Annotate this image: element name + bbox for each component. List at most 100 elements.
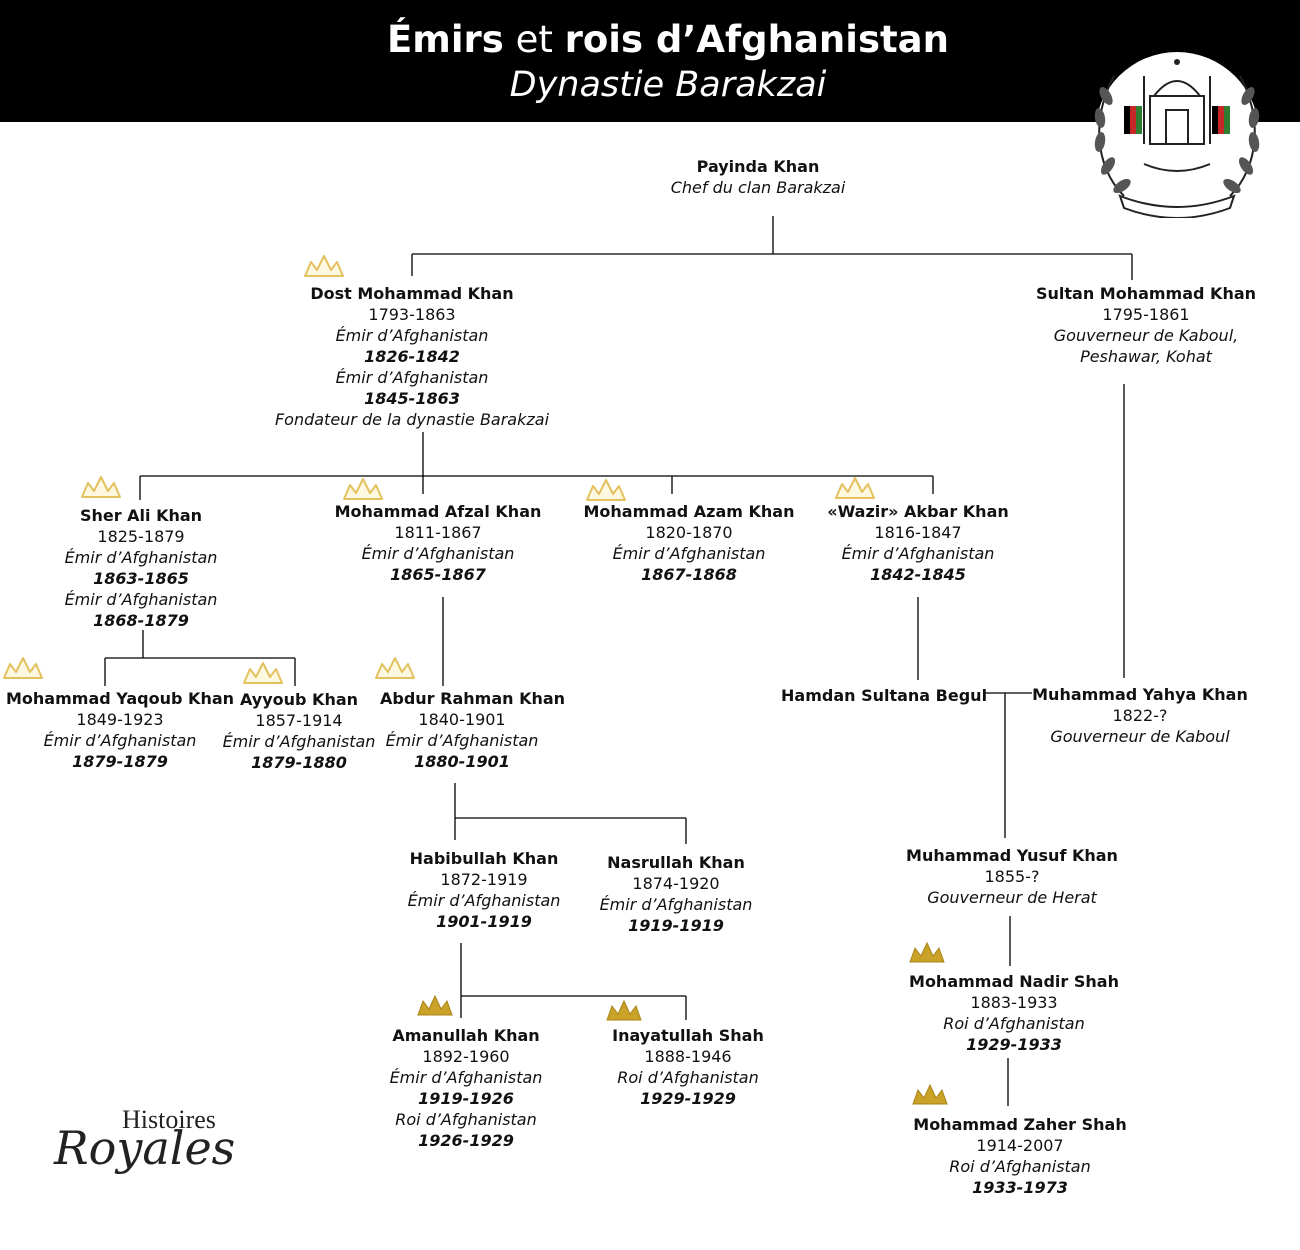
crown-icon [304,255,344,277]
person-title: Roi d’Afghanistan [617,1068,759,1087]
crown-icon [81,476,121,498]
person-dates: 1840-1901 [418,710,506,729]
person-wazir-akbar-khan: «Wazir» Akbar Khan 1816-1847 Émir d’Afgh… [818,501,1018,585]
person-inayatullah-shah: Inayatullah Shah 1888-1946 Roi d’Afghani… [598,1025,778,1109]
crown-icon [3,255,875,684]
person-dates: 1825-1879 [97,527,185,546]
person-dates: 1816-1847 [874,523,962,542]
person-title: Gouverneur de Kaboul [1050,727,1230,746]
person-payinda-khan: Payinda Khan Chef du clan Barakzai [658,156,858,198]
person-title: Émir d’Afghanistan [361,544,515,563]
person-reign-years: 1926-1929 [418,1131,514,1150]
person-name: Abdur Rahman Khan [380,689,566,708]
person-reign-years: 1929-1929 [640,1089,736,1108]
person-name: Hamdan Sultana Begul [781,686,988,705]
person-name: Nasrullah Khan [607,853,745,872]
person-title: Émir d’Afghanistan [335,326,489,345]
page-subtitle: Dynastie Barakzai [509,65,827,105]
person-reign-years: 1826-1842 [364,347,460,366]
person-title: Émir d’Afghanistan [43,731,197,750]
person-title: Émir d’Afghanistan [335,368,489,387]
person-dates: 1888-1946 [644,1047,732,1066]
person-name: Sultan Mohammad Khan [1035,284,1257,303]
person-mohammad-afzal-khan: Mohammad Afzal Khan 1811-1867 Émir d’Afg… [328,501,548,585]
person-title: Émir d’Afghanistan [841,544,995,563]
person-mohammad-azam-khan: Mohammad Azam Khan 1820-1870 Émir d’Afgh… [579,501,799,585]
person-title: Émir d’Afghanistan [599,895,753,914]
person-title: Émir d’Afghanistan [407,891,561,910]
person-name: Habibullah Khan [409,849,559,868]
person-hamdan-sultana-begul: Hamdan Sultana Begul [781,685,988,706]
person-title: Émir d’Afghanistan [385,731,539,750]
person-dates: 1811-1867 [394,523,482,542]
person-reign-years: 1845-1863 [364,389,460,408]
person-name: Sher Ali Khan [79,506,203,525]
person-title: Émir d’Afghanistan [612,544,766,563]
person-dates: 1874-1920 [632,874,720,893]
person-reign-years: 1933-1973 [972,1178,1068,1197]
person-reign-years: 1919-1919 [628,916,724,935]
person-reign-years: 1865-1867 [390,565,486,584]
person-dates: 1857-1914 [255,711,343,730]
logo-histoires: Histoires [122,1105,216,1134]
crown-icon [912,1083,948,1105]
crown-icon [343,478,383,500]
title-emirs: Émirs [387,18,504,61]
person-title: Gouverneur de Kaboul, [1053,326,1239,345]
person-name: Mohammad Yaqoub Khan [6,689,235,708]
header-banner: Émirs et rois d’Afghanistan Dynastie Bar… [0,0,1300,122]
person-name: Mohammad Azam Khan [583,502,795,521]
person-reign-years: 1868-1879 [93,611,189,630]
person-abdur-rahman-khan: Abdur Rahman Khan 1840-1901 Émir d’Afgha… [380,688,566,772]
person-reign-years: 1880-1901 [414,752,510,771]
person-title: Émir d’Afghanistan [389,1068,543,1087]
person-name: Inayatullah Shah [612,1026,764,1045]
person-name: Mohammad Zaher Shah [913,1115,1127,1134]
person-dates: 1883-1933 [970,993,1058,1012]
person-title: Émir d’Afghanistan [64,590,218,609]
person-name: Ayyoub Khan [239,690,359,709]
person-title: Émir d’Afghanistan [222,732,376,751]
person-dates: 1849-1923 [76,710,164,729]
person-reign-years: 1879-1879 [72,752,168,771]
person-title: Chef du clan Barakzai [670,178,846,197]
crown-icon [586,479,626,501]
crown-icon [606,999,642,1021]
person-sultan-mohammad-khan: Sultan Mohammad Khan 1795-1861 Gouverneu… [1026,283,1266,367]
person-dates: 1872-1919 [440,870,528,889]
person-title: Roi d’Afghanistan [949,1157,1091,1176]
person-title: Émir d’Afghanistan [64,548,218,567]
person-dates: 1820-1870 [645,523,733,542]
person-reign-years: 1863-1865 [93,569,189,588]
person-reign-years: 1901-1919 [436,912,532,931]
person-sher-ali-khan: Sher Ali Khan 1825-1879 Émir d’Afghanist… [41,505,241,631]
person-reign-years: 1867-1868 [641,565,737,584]
person-dost-mohammad-khan: Dost Mohammad Khan 1793-1863 Émir d’Afgh… [252,283,572,430]
person-name: Muhammad Yusuf Khan [906,846,1118,865]
person-muhammad-yusuf-khan: Muhammad Yusuf Khan 1855-? Gouverneur de… [902,845,1122,908]
page-title: Émirs et rois d’Afghanistan [0,18,1300,62]
person-dates: 1793-1863 [368,305,456,324]
person-reign-years: 1919-1926 [418,1089,514,1108]
person-title: Peshawar, Kohat [1080,347,1212,366]
person-name: Mohammad Nadir Shah [909,972,1119,991]
person-mohammad-yaqoub-khan: Mohammad Yaqoub Khan 1849-1923 Émir d’Af… [6,688,234,772]
person-dates: 1795-1861 [1102,305,1190,324]
person-title: Roi d’Afghanistan [395,1110,537,1129]
crown-icon [909,941,945,963]
person-ayyoub-khan: Ayyoub Khan 1857-1914 Émir d’Afghanistan… [218,689,380,773]
person-nasrullah-khan: Nasrullah Khan 1874-1920 Émir d’Afghanis… [586,852,766,936]
crown-icon [835,477,875,499]
histoires-royales-logo: Histoires Royales [53,1105,235,1175]
person-reign-years: 1879-1880 [251,753,347,772]
person-name: Dost Mohammad Khan [310,284,514,303]
person-amanullah-khan: Amanullah Khan 1892-1960 Émir d’Afghanis… [376,1025,556,1151]
person-mohammad-zaher-shah: Mohammad Zaher Shah 1914-2007 Roi d’Afgh… [910,1114,1130,1198]
person-reign-years: 1842-1845 [870,565,966,584]
person-dates: 1822-? [1112,706,1168,725]
person-title: Fondateur de la dynastie Barakzai [274,410,550,429]
person-name: Muhammad Yahya Khan [1032,685,1248,704]
person-name: Amanullah Khan [392,1026,540,1045]
crown-icon [417,994,453,1016]
